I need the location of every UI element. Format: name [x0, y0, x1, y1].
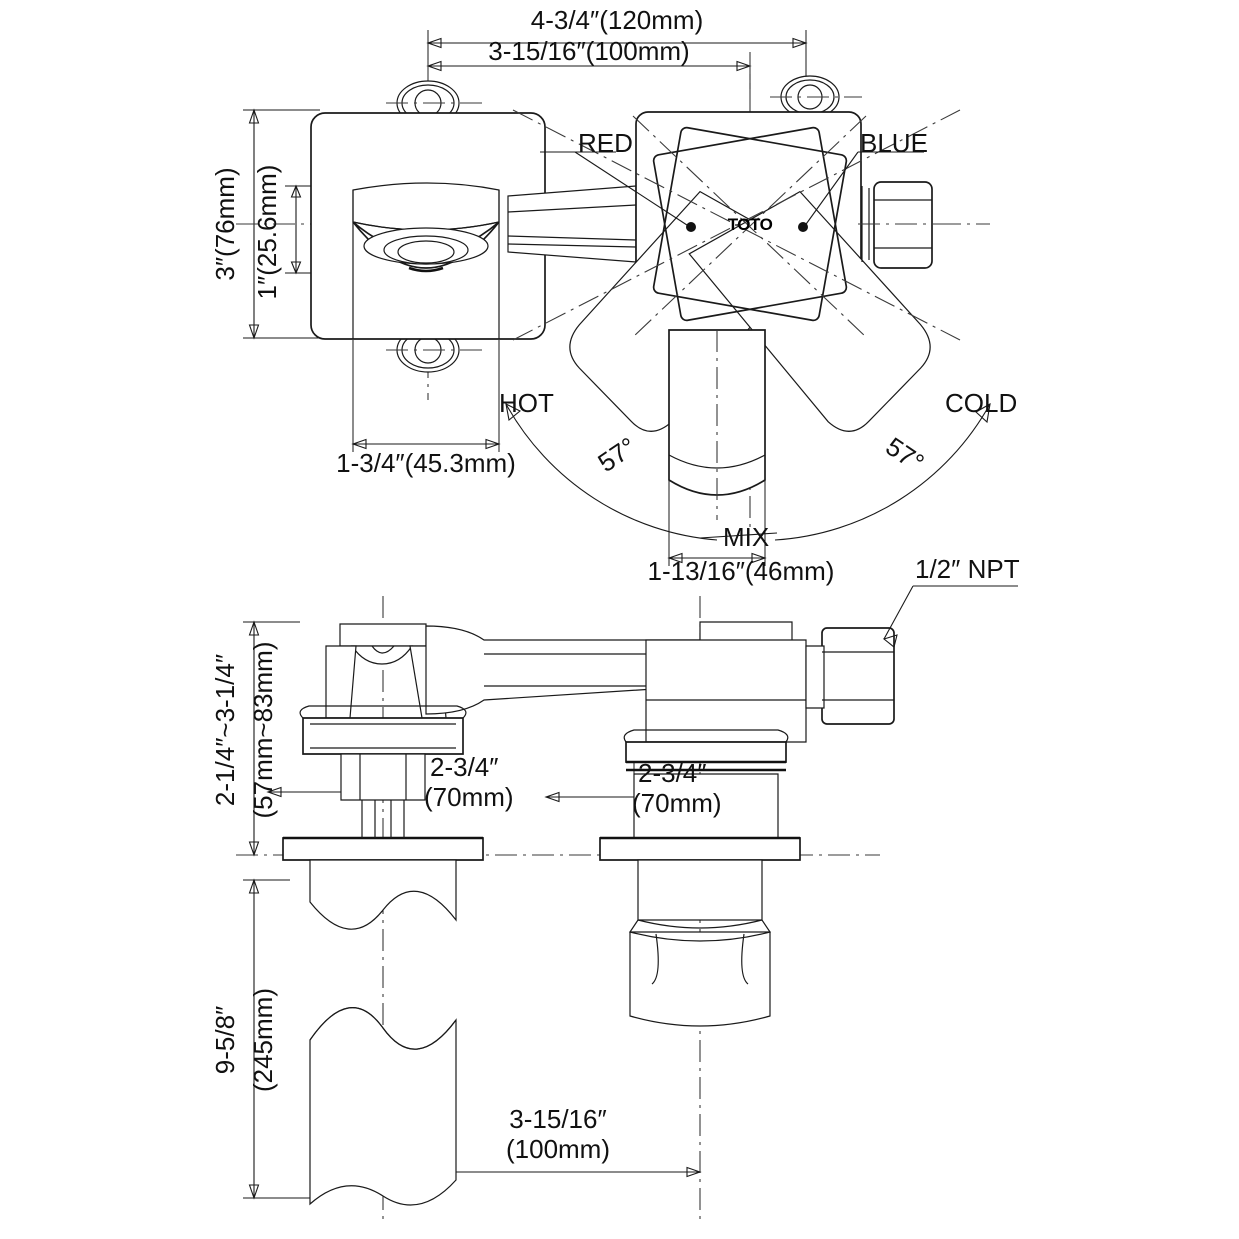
- dim-spout-offset-metric-label: (70mm): [424, 782, 514, 812]
- top-view-group: [236, 30, 991, 566]
- valve-knurled-cap: [858, 181, 946, 269]
- dim-valve-offset-inch-label: 2-3/4″: [638, 758, 706, 788]
- label-angle-right: 57°: [880, 431, 929, 478]
- handle-rotation-outlines: [652, 126, 848, 322]
- label-mix: MIX: [723, 522, 769, 552]
- rotation-axis-lines: [512, 109, 961, 341]
- rotation-arcs: [505, 402, 991, 541]
- label-angle-left: 57°: [592, 431, 641, 478]
- dim-shank-length-inch-label: 9-5/8″: [210, 1006, 240, 1074]
- dim-escutcheon-width-label: 1-3/4″(45.3mm): [336, 448, 516, 478]
- valve-spout-barrel: [668, 329, 766, 520]
- dim-overall-width-label: 4-3/4″(120mm): [531, 5, 703, 35]
- bottom-view-group: [236, 585, 1018, 1225]
- label-cold: COLD: [945, 388, 1017, 418]
- dim-bottom-center-inch-label: 3-15/16″: [509, 1104, 606, 1134]
- dim-spout-offset-inch-label: 2-3/4″: [430, 752, 498, 782]
- label-hot: HOT: [499, 388, 554, 418]
- dim-shank-length-metric-label: (245mm): [248, 988, 278, 1092]
- label-red: RED: [578, 128, 633, 158]
- connector-tube: [507, 185, 637, 263]
- toto-brand-mark: TOTO: [728, 215, 773, 234]
- label-blue: BLUE: [860, 128, 928, 158]
- label-npt-thread: 1/2″ NPT: [915, 554, 1020, 584]
- mix-leader: [699, 532, 778, 539]
- red-blue-leaders: [540, 151, 924, 232]
- dim-bottom-center-metric-label: (100mm): [506, 1134, 610, 1164]
- dim-spout-height-label: 1″(25.6mm): [252, 165, 282, 300]
- valve-body-section: [599, 621, 895, 1027]
- dim-center-to-center-label: 3-15/16″(100mm): [488, 36, 689, 66]
- spout-body-section: [282, 623, 701, 1206]
- dim-valve-offset-metric-label: (70mm): [632, 788, 722, 818]
- dim-valve-body-width-label: 1-13/16″(46mm): [648, 556, 835, 586]
- dim-mounting-depth-inch-label: 2-1/4″~3-1/4″: [210, 654, 240, 806]
- dim-escutcheon-height-label: 3″(76mm): [210, 167, 240, 280]
- dim-mounting-depth-metric-label: (57mm~83mm): [248, 642, 278, 819]
- npt-leader: [882, 585, 1018, 648]
- lever-arm-cold: [688, 190, 931, 432]
